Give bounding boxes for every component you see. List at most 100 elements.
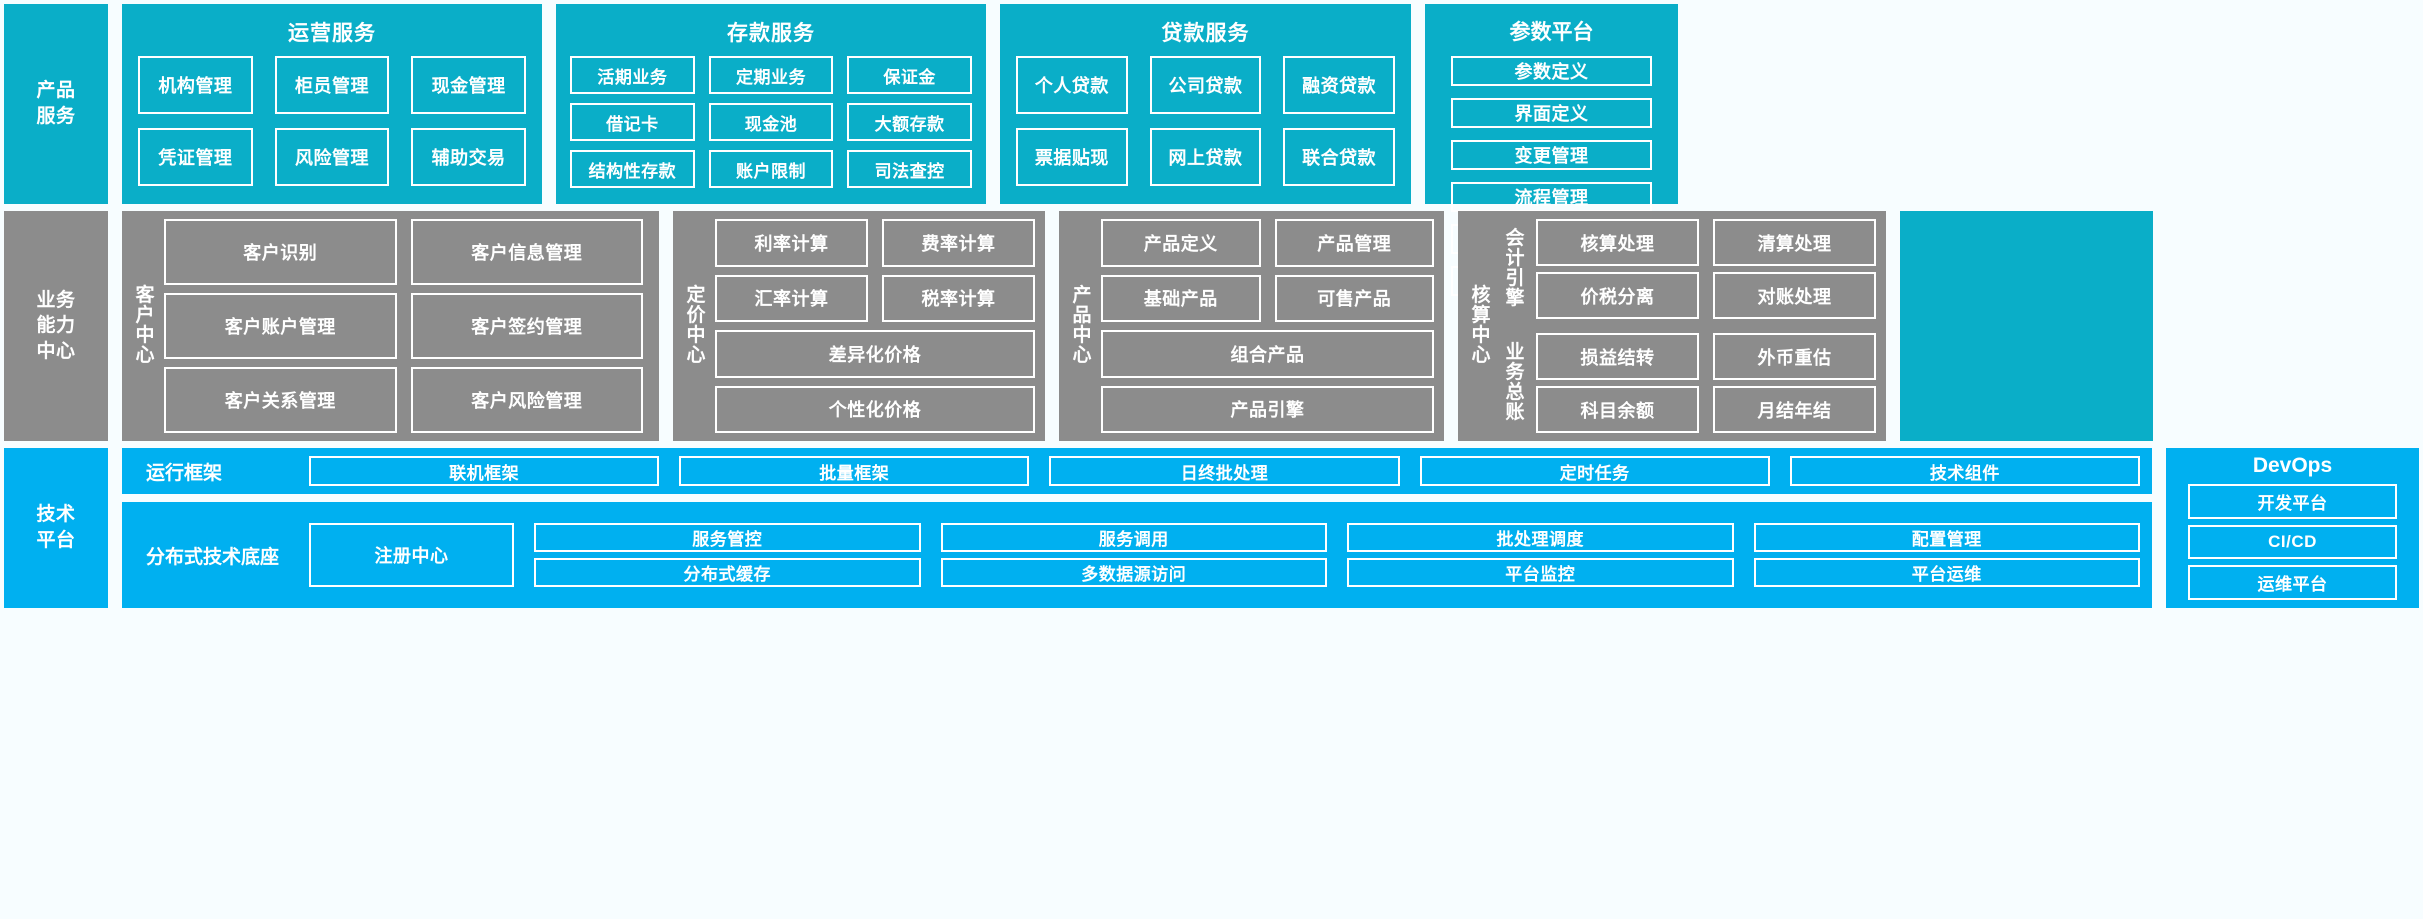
panel-accounting-center: 核 算 中 心 会 计 引 擎 bbox=[1458, 211, 1886, 441]
tile-demand-deposit[interactable]: 活期业务 bbox=[570, 56, 695, 94]
label-product-center: 产 品 中 心 bbox=[1067, 219, 1097, 433]
tile-config-management[interactable]: 配置管理 bbox=[1753, 523, 2140, 552]
rail-line-1: 产品 bbox=[36, 80, 76, 102]
tile-structured-deposit[interactable]: 结构性存款 bbox=[570, 150, 695, 188]
tile-product-definition[interactable]: 产品定义 bbox=[1101, 219, 1261, 267]
tile-batch-framework[interactable]: 批量框架 bbox=[679, 456, 1030, 486]
vchar-1: 户 bbox=[135, 305, 155, 327]
tile-ui-definition[interactable]: 界面定义 bbox=[1451, 98, 1652, 128]
panel-product-center: 产 品 中 心 产品定义 产品管理 基础产品 可售产品 组合产品 产品引擎 bbox=[1059, 211, 1444, 441]
tile-margin-deposit[interactable]: 保证金 bbox=[847, 56, 972, 94]
tile-risk-management[interactable]: 风险管理 bbox=[274, 128, 390, 186]
tile-product-engine[interactable]: 产品引擎 bbox=[1101, 385, 1434, 433]
tile-ci-cd[interactable]: CI/CD bbox=[2188, 524, 2397, 560]
panel-operations-services: 运营服务 机构管理 柜员管理 现金管理 凭证管理 风险管理 辅助交易 bbox=[122, 4, 542, 204]
vchar-0: 核 bbox=[1471, 285, 1491, 307]
business-capability-band: 业务 能力 中心 客 户 中 心 客户识别 客户信息管理 客户账户管理 客户签约… bbox=[4, 211, 2419, 441]
tile-customer-relationship-management[interactable]: 客户关系管理 bbox=[164, 367, 397, 433]
business-capability-rail: 业务 能力 中心 bbox=[4, 211, 108, 441]
tile-online-loan[interactable]: 网上贷款 bbox=[1149, 128, 1262, 186]
tile-org-management[interactable]: 机构管理 bbox=[138, 56, 253, 114]
tile-platform-monitoring[interactable]: 平台监控 bbox=[1347, 558, 1734, 587]
tile-service-governance[interactable]: 服务管控 bbox=[534, 523, 921, 552]
vchar-3: 心 bbox=[686, 344, 706, 366]
tile-cash-pool[interactable]: 现金池 bbox=[708, 103, 834, 141]
tile-voucher-management[interactable]: 凭证管理 bbox=[138, 128, 253, 186]
tile-service-invocation[interactable]: 服务调用 bbox=[940, 523, 1327, 552]
tile-ops-platform[interactable]: 运维平台 bbox=[2188, 565, 2397, 601]
product-services-band: 产品 服务 运营服务 机构管理 柜员管理 现金管理 凭证管理 风险管理 辅助交易… bbox=[4, 4, 2419, 296]
rail-line-2: 平台 bbox=[36, 530, 76, 551]
panel-loan-services: 贷款服务 个人贷款 公司贷款 融资贷款 票据贴现 网上贷款 联合贷款 bbox=[1000, 4, 1411, 204]
tile-distributed-cache[interactable]: 分布式缓存 bbox=[534, 558, 921, 587]
tile-differentiated-pricing[interactable]: 差异化价格 bbox=[715, 330, 1035, 378]
tile-sellable-product[interactable]: 可售产品 bbox=[1274, 274, 1434, 322]
tile-platform-operations[interactable]: 平台运维 bbox=[1753, 558, 2140, 587]
vchar-1: 务 bbox=[1505, 362, 1525, 384]
tile-bill-discount[interactable]: 票据贴现 bbox=[1016, 128, 1128, 186]
tile-grid-accounting-engine: 核算处理 清算处理 价税分离 对账处理 bbox=[1536, 219, 1876, 319]
tile-fee-rate-calc[interactable]: 费率计算 bbox=[882, 219, 1035, 267]
label-pricing-center: 定 价 中 心 bbox=[681, 219, 711, 433]
vchar-0: 定 bbox=[686, 285, 706, 307]
tile-judicial-control[interactable]: 司法查控 bbox=[847, 150, 972, 188]
tile-profit-loss-carryover[interactable]: 损益结转 bbox=[1536, 333, 1699, 380]
vchar-2: 中 bbox=[1471, 325, 1491, 346]
tile-settlement-processing[interactable]: 清算处理 bbox=[1713, 219, 1876, 266]
tile-change-management[interactable]: 变更管理 bbox=[1451, 140, 1652, 170]
vchar-2: 中 bbox=[686, 325, 706, 346]
panel-customer-center: 客 户 中 心 客户识别 客户信息管理 客户账户管理 客户签约管理 客户关系管理… bbox=[122, 211, 659, 441]
tile-online-framework[interactable]: 联机框架 bbox=[309, 456, 660, 486]
tile-technical-component[interactable]: 技术组件 bbox=[1789, 456, 2140, 486]
tile-grid-business-ledger: 损益结转 外币重估 科目余额 月结年结 bbox=[1536, 333, 1876, 433]
tile-exchange-rate-calc[interactable]: 汇率计算 bbox=[715, 274, 868, 322]
tile-debit-card[interactable]: 借记卡 bbox=[570, 103, 695, 141]
tile-reconciliation-processing[interactable]: 对账处理 bbox=[1713, 272, 1876, 319]
tile-time-deposit[interactable]: 定期业务 bbox=[708, 56, 834, 94]
tile-customer-identification[interactable]: 客户识别 bbox=[164, 219, 397, 285]
tile-registry-center[interactable]: 注册中心 bbox=[309, 523, 514, 587]
tile-composite-product[interactable]: 组合产品 bbox=[1101, 330, 1434, 378]
panel-parameter-platform-lower bbox=[1900, 211, 2153, 441]
tile-auxiliary-trade[interactable]: 辅助交易 bbox=[411, 128, 526, 186]
label-business-ledger: 业 务 总 账 bbox=[1500, 333, 1530, 433]
tile-customer-info-management[interactable]: 客户信息管理 bbox=[410, 219, 643, 285]
tile-scheduled-task[interactable]: 定时任务 bbox=[1419, 456, 1770, 486]
tile-tax-rate-calc[interactable]: 税率计算 bbox=[882, 274, 1035, 322]
vchar-3: 心 bbox=[1471, 344, 1491, 366]
vchar-1: 价 bbox=[686, 305, 706, 327]
tile-financing-loan[interactable]: 融资贷款 bbox=[1283, 56, 1395, 114]
tile-account-balance[interactable]: 科目余额 bbox=[1536, 386, 1699, 433]
tile-batch-scheduling[interactable]: 批处理调度 bbox=[1347, 523, 1734, 552]
tile-customer-account-management[interactable]: 客户账户管理 bbox=[164, 293, 397, 359]
tile-customer-contract-management[interactable]: 客户签约管理 bbox=[410, 293, 643, 359]
tile-multi-datasource-access[interactable]: 多数据源访问 bbox=[940, 558, 1327, 587]
tile-syndicated-loan[interactable]: 联合贷款 bbox=[1283, 128, 1395, 186]
tile-corporate-loan[interactable]: 公司贷款 bbox=[1149, 56, 1262, 114]
tile-basic-product[interactable]: 基础产品 bbox=[1101, 274, 1261, 322]
tile-personal-loan[interactable]: 个人贷款 bbox=[1016, 56, 1128, 114]
tile-personalized-pricing[interactable]: 个性化价格 bbox=[715, 385, 1035, 433]
tile-process-management[interactable]: 流程管理 bbox=[1451, 182, 1652, 212]
tile-interest-rate-calc[interactable]: 利率计算 bbox=[715, 219, 868, 267]
tile-teller-management[interactable]: 柜员管理 bbox=[274, 56, 390, 114]
tile-month-year-end-closing[interactable]: 月结年结 bbox=[1713, 386, 1876, 433]
group-business-ledger: 业 务 总 账 损益结转 外币重估 科目余额 月结年结 bbox=[1500, 333, 1876, 433]
tile-cash-management[interactable]: 现金管理 bbox=[411, 56, 526, 114]
tile-accounting-processing[interactable]: 核算处理 bbox=[1536, 219, 1699, 266]
label-customer-center: 客 户 中 心 bbox=[130, 219, 160, 433]
tile-large-deposit[interactable]: 大额存款 bbox=[847, 103, 972, 141]
tile-foreign-currency-revaluation[interactable]: 外币重估 bbox=[1713, 333, 1876, 380]
tile-parameter-definition[interactable]: 参数定义 bbox=[1451, 56, 1652, 86]
tile-customer-risk-management[interactable]: 客户风险管理 bbox=[410, 367, 643, 433]
rail-line-2: 能力 bbox=[36, 315, 76, 337]
technical-platform-rail: 技术 平台 bbox=[4, 448, 108, 608]
tile-product-management[interactable]: 产品管理 bbox=[1274, 219, 1434, 267]
tile-eod-batch-processing[interactable]: 日终批处理 bbox=[1049, 456, 1400, 486]
product-services-rail: 产品 服务 bbox=[4, 4, 108, 204]
tile-dev-platform[interactable]: 开发平台 bbox=[2188, 484, 2397, 519]
tile-price-tax-separation[interactable]: 价税分离 bbox=[1536, 272, 1699, 319]
tile-account-restrict[interactable]: 账户限制 bbox=[708, 150, 834, 188]
panel-title-devops: DevOps bbox=[2252, 454, 2333, 477]
